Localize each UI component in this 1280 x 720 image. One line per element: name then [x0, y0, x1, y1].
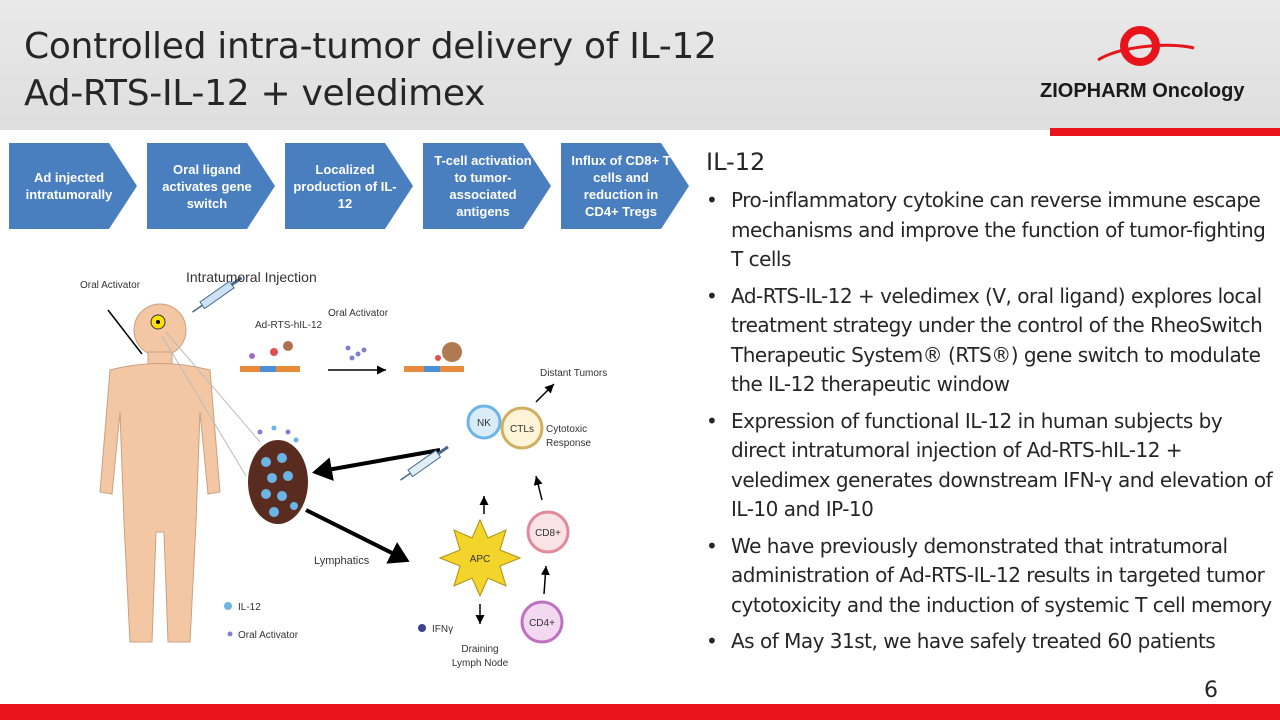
human-figure-icon: [99, 303, 221, 643]
flow-step-2: Oral ligand activates gene switch: [147, 143, 277, 234]
oral-activator-label: Oral Activator: [80, 280, 141, 291]
flow-step-label: Ad injected intratumorally: [25, 170, 113, 202]
flow-step-3: Localized production of IL-12: [285, 143, 415, 234]
content-panel: IL-12 Pro-inflammatory cytokine can reve…: [706, 148, 1276, 664]
cd8-cell-icon: [526, 510, 570, 554]
flow-step-5: Influx of CD8+ T cells and reduction in …: [561, 143, 691, 234]
syringe-icon: [192, 276, 243, 313]
oral-activator-mid-label: Oral Activator: [328, 308, 389, 319]
lymphatics-label: Lymphatics: [314, 555, 370, 567]
section-heading: IL-12: [706, 148, 766, 176]
page-number: 6: [1204, 678, 1218, 703]
lymph-node-label: Lymph Node: [452, 658, 509, 669]
ifn-dot-icon: [418, 624, 426, 632]
cd4-cell-icon: [520, 600, 564, 644]
apc-label: APC: [470, 554, 491, 565]
vector-label: Ad-RTS-hIL-12: [255, 320, 323, 331]
bullet-item: Ad-RTS-IL-12 + veledimex (V, oral ligand…: [706, 282, 1276, 400]
diagram-title: Intratumoral Injection: [186, 269, 317, 285]
bullet-item: Pro-inflammatory cytokine can reverse im…: [706, 186, 1276, 275]
gene-construct-left-icon: [240, 341, 300, 372]
tumor-icon: [248, 425, 308, 524]
title-banner: [0, 0, 1280, 130]
nk-label: NK: [477, 418, 491, 429]
ctls-label: CTLs: [510, 424, 534, 435]
flow-step-1: Ad injected intratumorally: [9, 143, 139, 234]
ziopharm-logo-icon: [1097, 26, 1195, 66]
mechanism-diagram: Intratumoral Injection Oral Activator Ad…: [80, 269, 607, 669]
slide-title-line-1: Controlled intra-tumor delivery of IL-12: [24, 26, 717, 67]
ifn-label: IFNγ: [432, 624, 453, 635]
flow-step-label: Influx of CD8+ T cells and reduction in …: [571, 153, 671, 219]
logo-text: ZIOPHARM Oncology: [1040, 80, 1245, 102]
response-label: Response: [546, 438, 591, 449]
syringe-icon: [400, 445, 449, 481]
bullet-item: We have previously demonstrated that int…: [706, 532, 1276, 621]
bullet-item: Expression of functional IL-12 in human …: [706, 407, 1276, 525]
gene-construct-right-icon: [404, 342, 464, 372]
cd4-label: CD4+: [529, 618, 555, 629]
ctl-cell-icon: [500, 406, 544, 450]
legend-oral-label: Oral Activator: [238, 630, 299, 641]
flow-step-label: Oral ligand activates gene switch: [162, 161, 252, 211]
bullet-item: As of May 31st, we have safely treated 6…: [706, 627, 1276, 657]
flow-step-label: T-cell activation to tumor-associated an…: [434, 153, 532, 219]
draining-label: Draining: [461, 644, 498, 655]
legend-oral-icon: [227, 631, 233, 637]
flow-step-label: Localized production of IL-12: [293, 161, 397, 211]
slide-title-line-2: Ad-RTS-IL-12 + veledimex: [24, 73, 486, 114]
cytotoxic-label: Cytotoxic: [546, 424, 587, 435]
footer-bar: [0, 704, 1280, 720]
oral-activator-dots-icon: [345, 345, 367, 361]
flow-step-4: T-cell activation to tumor-associated an…: [423, 143, 553, 234]
cd8-label: CD8+: [535, 528, 561, 539]
bullet-list: Pro-inflammatory cytokine can reverse im…: [706, 186, 1276, 657]
apc-cell-icon: [438, 518, 522, 598]
legend-il12-label: IL-12: [238, 602, 261, 613]
header-accent-line: [1050, 128, 1280, 136]
nk-cell-icon: [466, 404, 502, 440]
legend-il12-icon: [224, 602, 232, 610]
distant-tumors-label: Distant Tumors: [540, 368, 607, 379]
